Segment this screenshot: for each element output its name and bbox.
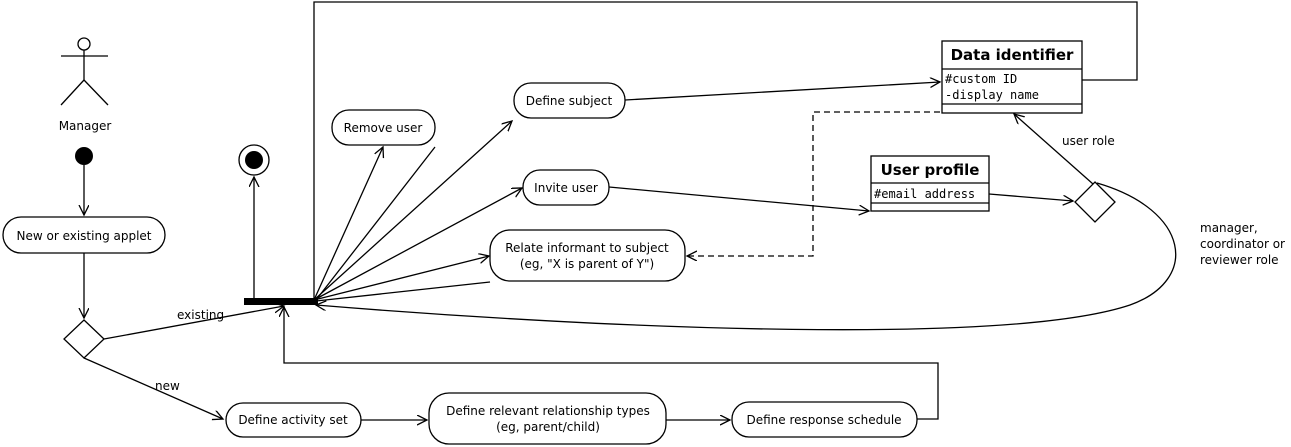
edge-fork-to-define-subject bbox=[313, 121, 512, 301]
new-label: new bbox=[155, 379, 180, 393]
user-role-label: user role bbox=[1062, 134, 1115, 148]
user-profile-title: User profile bbox=[881, 161, 980, 179]
remove-user-action bbox=[331, 109, 436, 146]
edge-invite-to-user-profile bbox=[608, 186, 869, 211]
define-response-schedule-label: Define response schedule bbox=[746, 413, 901, 427]
define-activity-set-label: Define activity set bbox=[238, 413, 348, 427]
role-types-line3: reviewer role bbox=[1200, 253, 1279, 267]
edge-fork-to-remove-user bbox=[313, 147, 383, 301]
relate-informant-line1: Relate informant to subject bbox=[505, 241, 669, 255]
user-profile-class bbox=[870, 155, 990, 212]
edge-role-curve-to-fork bbox=[316, 182, 1177, 331]
role-types-line2: coordinator or bbox=[1200, 237, 1285, 251]
remove-user-label: Remove user bbox=[344, 121, 423, 135]
define-subject-label: Define subject bbox=[526, 94, 613, 108]
relate-informant-action bbox=[489, 229, 686, 282]
edge-relate-to-fork bbox=[315, 281, 491, 302]
data-identifier-title: Data identifier bbox=[951, 46, 1074, 64]
edge-existing bbox=[103, 306, 284, 340]
define-relationship-types-action bbox=[428, 392, 667, 445]
edge-new bbox=[83, 357, 223, 419]
edge-data-identifier-loop bbox=[313, 1, 1138, 300]
existing-label: existing bbox=[177, 308, 224, 322]
edge-schedule-to-fork bbox=[284, 307, 939, 420]
manager-actor bbox=[60, 37, 109, 106]
define-relationship-line2: (eg, parent/child) bbox=[496, 420, 600, 434]
edge-data-identifier-to-relate-dashed bbox=[687, 111, 940, 256]
define-subject-action bbox=[513, 82, 626, 119]
data-identifier-attr-custom-id: #custom ID bbox=[945, 72, 1017, 86]
edge-role-to-data-identifier bbox=[1014, 114, 1094, 185]
edge-remove-user-to-fork bbox=[315, 146, 436, 301]
manager-label: Manager bbox=[59, 119, 112, 133]
initial-node bbox=[75, 147, 93, 165]
final-node-inner bbox=[245, 151, 263, 169]
edge-fork-to-invite-user bbox=[313, 188, 522, 301]
edge-subject-to-data-identifier bbox=[624, 82, 940, 101]
role-decision-node bbox=[1074, 181, 1116, 223]
role-types-line1: manager, bbox=[1200, 221, 1258, 235]
data-identifier-class bbox=[941, 40, 1083, 114]
invite-user-label: Invite user bbox=[534, 181, 598, 195]
define-relationship-line1: Define relevant relationship types bbox=[446, 404, 650, 418]
fork-bar bbox=[244, 298, 318, 305]
edge-fork-to-relate-informant bbox=[313, 256, 489, 301]
new-or-existing-applet-label: New or existing applet bbox=[16, 229, 151, 243]
user-profile-attr-email: #email address bbox=[874, 187, 975, 201]
applet-decision-node bbox=[63, 319, 105, 359]
edge-user-profile-to-role-decision bbox=[988, 193, 1073, 201]
relate-informant-line2: (eg, "X is parent of Y") bbox=[520, 257, 654, 271]
data-identifier-attr-display-name: -display name bbox=[945, 88, 1039, 102]
